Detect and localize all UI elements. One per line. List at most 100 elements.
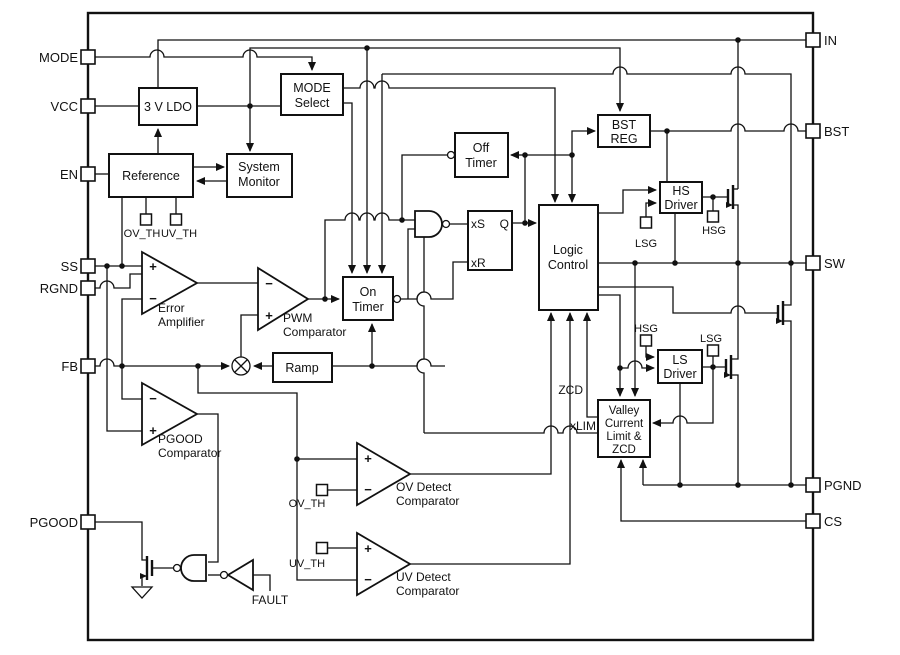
mode-select-l1: MODE bbox=[293, 81, 331, 95]
block-valley-current-limit: Valley Current Limit & ZCD bbox=[597, 399, 651, 458]
valley-l4: ZCD bbox=[612, 444, 636, 456]
system-monitor-l1: System bbox=[238, 160, 280, 174]
valley-l1: Valley bbox=[609, 405, 640, 417]
on-timer-bubble bbox=[392, 294, 402, 304]
multiplier-icon bbox=[231, 356, 251, 376]
ov-plus: + bbox=[364, 451, 372, 466]
uv-th-pin-reference: UV_TH bbox=[161, 213, 197, 240]
reference-label: Reference bbox=[122, 169, 180, 183]
off-timer-l2: Timer bbox=[465, 156, 496, 170]
block-on-timer: On Timer bbox=[342, 276, 402, 321]
ov-th-ref-label: OV_TH bbox=[124, 228, 161, 240]
pin-pgood-label: PGOOD bbox=[30, 515, 78, 530]
pgood-mosfet bbox=[140, 556, 154, 580]
bst-reg-l2: REG bbox=[610, 132, 637, 146]
pwm-l1: PWM bbox=[283, 311, 312, 325]
block-3v-ldo: 3 V LDO bbox=[138, 87, 198, 126]
pin-in-label: IN bbox=[824, 33, 837, 48]
uv-th-pin-comparator: UV_TH bbox=[289, 541, 329, 570]
on-timer-l2: Timer bbox=[352, 300, 383, 314]
hsg-ls-label: HSG bbox=[634, 323, 658, 335]
junction-dots bbox=[104, 37, 794, 488]
uv-l2: Comparator bbox=[396, 584, 459, 598]
logic-control-l2: Control bbox=[548, 258, 588, 272]
pin-sw: SW bbox=[805, 255, 846, 271]
ov-l2: Comparator bbox=[396, 494, 459, 508]
hs-mosfet bbox=[726, 185, 735, 209]
pin-pgnd: PGND bbox=[805, 477, 862, 493]
pin-bst: BST bbox=[805, 123, 849, 139]
nand-bubble bbox=[441, 219, 451, 229]
pin-ss: SS bbox=[61, 258, 96, 274]
system-monitor-l2: Monitor bbox=[238, 175, 280, 189]
error-amp-l2: Amplifier bbox=[158, 315, 205, 329]
pgood-nand-bubble bbox=[172, 563, 182, 573]
pin-vcc: VCC bbox=[51, 98, 96, 114]
ov-th-cmp-label: OV_TH bbox=[289, 498, 326, 510]
block-logic-control: Logic Control bbox=[538, 204, 599, 311]
bst-reg-l1: BST bbox=[612, 118, 637, 132]
lsg-pin-ls-driver: LSG bbox=[700, 333, 722, 357]
uv-th-ref-label: UV_TH bbox=[161, 228, 197, 240]
error-amp-minus: − bbox=[149, 291, 157, 306]
pin-pgnd-label: PGND bbox=[824, 478, 862, 493]
lsg-pin-hs-driver: LSG bbox=[635, 216, 657, 250]
xlim-label: xLIM bbox=[570, 419, 596, 433]
hsg-pin-hs-driver: HSG bbox=[702, 210, 726, 237]
pgood-cmp-l1: PGOOD bbox=[158, 432, 203, 446]
nand-gate bbox=[414, 210, 451, 238]
pgood-nand-gate bbox=[172, 554, 207, 582]
wires bbox=[94, 39, 806, 591]
ls-driver-l2: Driver bbox=[663, 367, 696, 381]
pin-en: EN bbox=[60, 166, 96, 182]
uv-detect-comparator: + − UV Detect Comparator bbox=[356, 531, 459, 598]
pin-mode-label: MODE bbox=[39, 50, 78, 65]
block-off-timer: Off Timer bbox=[446, 132, 509, 178]
mode-select-l2: Select bbox=[295, 96, 330, 110]
fault-label: FAULT bbox=[252, 593, 289, 607]
ov-th-pin-comparator: OV_TH bbox=[289, 483, 329, 510]
block-reference: Reference bbox=[108, 153, 194, 198]
pwm-comparator: − + PWM Comparator bbox=[257, 266, 346, 339]
off-timer-l1: Off bbox=[473, 141, 490, 155]
hs-driver-l1: HS bbox=[672, 184, 689, 198]
hsg-pin-ls-driver: HSG bbox=[634, 323, 658, 347]
pgood-cmp-plus: + bbox=[149, 423, 157, 438]
latch-q-label: Q bbox=[500, 217, 509, 231]
pgood-comparator: − + PGOOD Comparator bbox=[141, 381, 221, 460]
ramp-label: Ramp bbox=[285, 361, 318, 375]
pin-ss-label: SS bbox=[61, 259, 79, 274]
pin-rgnd: RGND bbox=[40, 280, 96, 296]
hsg-hs-label: HSG bbox=[702, 225, 726, 237]
ground-icon bbox=[130, 586, 154, 599]
off-timer-bubble bbox=[446, 150, 456, 160]
pin-fb: FB bbox=[61, 358, 96, 374]
chip-border bbox=[86, 11, 815, 642]
block-hs-driver: HS Driver bbox=[659, 181, 703, 214]
hs-driver-l2: Driver bbox=[664, 198, 697, 212]
pin-en-label: EN bbox=[60, 167, 78, 182]
pin-vcc-label: VCC bbox=[51, 99, 78, 114]
on-timer-l1: On bbox=[360, 285, 377, 299]
valley-l3: Limit & bbox=[606, 431, 641, 443]
error-amp-l1: Error bbox=[158, 301, 185, 315]
uv-minus: − bbox=[364, 572, 372, 587]
ov-th-pin-reference: OV_TH bbox=[124, 213, 161, 240]
pin-pgood: PGOOD bbox=[30, 514, 96, 530]
arrow-wires bbox=[94, 47, 806, 565]
ldo-label: 3 V LDO bbox=[144, 100, 192, 114]
error-amplifier: + − Error Amplifier bbox=[141, 250, 205, 329]
pin-rgnd-label: RGND bbox=[40, 281, 78, 296]
latch-s-label: xS bbox=[471, 217, 485, 231]
block-bst-reg: BST REG bbox=[597, 114, 651, 148]
uv-l1: UV Detect bbox=[396, 570, 451, 584]
ls-mosfet bbox=[724, 355, 733, 379]
lsg-hs-label: LSG bbox=[635, 238, 657, 250]
latch-r-label: xR bbox=[471, 256, 486, 270]
valley-l2: Current bbox=[605, 418, 644, 430]
lsg-ls-label: LSG bbox=[700, 333, 722, 345]
pin-in: IN bbox=[805, 32, 837, 48]
sw-pgnd-mosfet bbox=[776, 301, 785, 325]
